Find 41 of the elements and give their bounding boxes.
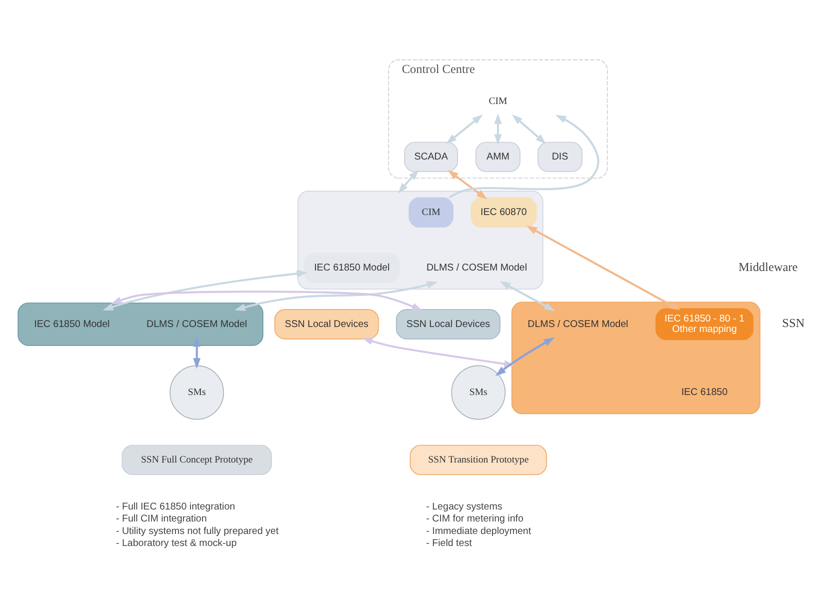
label: Middleware	[738, 260, 798, 274]
arrow	[398, 170, 419, 194]
node-box: IEC 60870	[470, 197, 537, 228]
node-box: SSN Local Devices	[396, 309, 500, 340]
node-label: - Utility systems not fully prepared yet	[116, 526, 279, 537]
arrow	[446, 114, 483, 144]
node-label: - CIM for metering info	[426, 514, 524, 525]
node-text: DLMS / COSEM Model	[426, 262, 528, 274]
arrow	[495, 337, 555, 376]
node-text: DLMS / COSEM Model	[146, 318, 248, 330]
arrow	[234, 281, 438, 311]
node-text: IEC 61850	[681, 387, 728, 398]
node-box: AMM	[476, 142, 520, 172]
node-box: SSN Local Devices	[274, 309, 379, 340]
node-box: DIS	[538, 142, 582, 172]
node-label: - Field test	[426, 538, 472, 550]
arrow	[110, 290, 422, 311]
node-box: SCADA	[404, 142, 458, 172]
node-label: - Immediate deployment	[426, 526, 532, 537]
arrow	[102, 270, 308, 310]
arrow	[526, 226, 680, 310]
node-label: - Legacy systems	[426, 501, 502, 512]
node-circle: SMs	[170, 365, 224, 420]
node-box: SSN Full Concept Prototype	[122, 444, 272, 476]
node-box: IEC 61850 - 80 - 1 Other mapping	[655, 308, 754, 340]
node-label: - Full IEC 61850 integration	[116, 501, 236, 512]
node-label: - Full CIM integration	[116, 514, 207, 525]
label: SSN	[782, 316, 805, 330]
arrow	[500, 281, 555, 311]
arrow	[512, 114, 546, 144]
arrow	[193, 336, 201, 369]
arrow	[448, 170, 488, 200]
arrow	[448, 114, 600, 198]
node-box: IEC 61850 Model	[304, 252, 400, 283]
node-text: IEC 61850 Model	[34, 318, 110, 330]
node-label: - Laboratory test & mock-up	[116, 538, 237, 550]
arrow	[494, 113, 502, 145]
node-text: DLMS / COSEM Model	[528, 318, 628, 330]
node-text: CIM	[488, 96, 508, 107]
node-box: CIM	[408, 197, 454, 228]
node-box: SSN Transition Prototype	[410, 444, 547, 476]
